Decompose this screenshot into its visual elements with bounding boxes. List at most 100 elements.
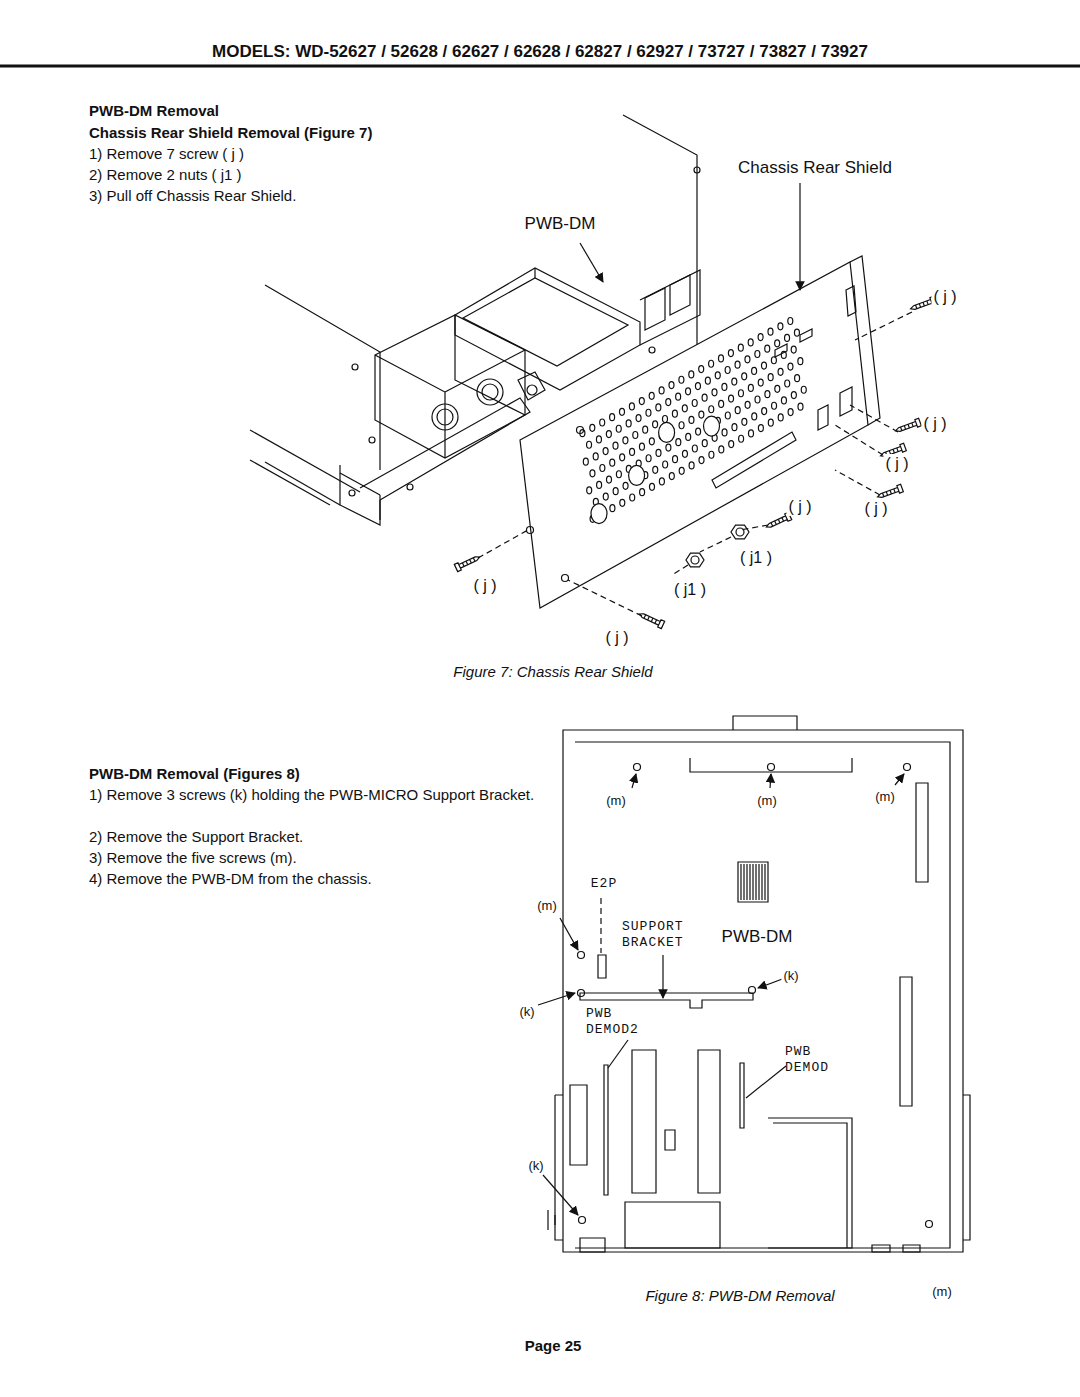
vent-hole — [699, 457, 704, 464]
vent-hole — [752, 367, 757, 374]
part-label: (m) — [604, 793, 628, 809]
vent-hole — [768, 374, 773, 381]
vent-hole — [729, 395, 734, 402]
vent-hole — [749, 430, 754, 437]
figure-caption: Figure 7: Chassis Rear Shield — [451, 663, 654, 681]
vent-hole — [709, 406, 714, 413]
outline — [455, 268, 640, 390]
vent-hole — [719, 355, 724, 362]
vent-hole — [607, 476, 612, 483]
part-label: (k) — [526, 1158, 545, 1174]
part-label: ( j ) — [883, 454, 910, 473]
outline — [768, 1118, 852, 1248]
hole — [649, 347, 655, 353]
vent-hole — [732, 378, 737, 385]
vent-hole — [775, 340, 780, 347]
part-label: ( j ) — [921, 414, 948, 433]
vent-hole — [673, 456, 678, 463]
vent-hole — [788, 409, 793, 416]
leader-arrow — [632, 774, 636, 788]
instruction-text: 4) Remove the PWB-DM from the chassis. — [89, 870, 372, 888]
instruction-text: 2) Remove 2 nuts ( j1 ) — [89, 166, 242, 184]
screw-hole — [768, 764, 775, 771]
part-label: PWB DEMOD — [785, 1044, 835, 1075]
vent-hole — [672, 410, 677, 417]
vent-hole — [709, 360, 714, 367]
outline — [773, 1123, 847, 1248]
rf-connector — [527, 385, 537, 395]
vent-hole — [613, 488, 618, 495]
vent-hole — [676, 439, 681, 446]
rf-connector — [482, 384, 498, 400]
vent-hole — [596, 436, 601, 443]
vent-hole — [620, 499, 625, 506]
vent-hole — [768, 419, 773, 426]
leader-arrow — [895, 774, 904, 785]
part-label: ( j ) — [471, 576, 498, 595]
part-label: SUPPORT BRACKET — [622, 919, 702, 950]
vent-hole — [702, 394, 707, 401]
screw — [894, 418, 921, 434]
screw-hole — [904, 764, 911, 771]
vent-hole — [765, 391, 770, 398]
outline — [840, 387, 852, 416]
vent-hole — [679, 376, 684, 383]
outline — [872, 1245, 890, 1252]
outline — [360, 398, 530, 500]
vent-hole — [600, 419, 605, 426]
nut — [691, 556, 699, 564]
vent-hole — [616, 425, 621, 432]
part-label: (m) — [535, 898, 559, 914]
vent-hole — [745, 401, 750, 408]
outline — [758, 864, 759, 900]
vent-hole — [752, 413, 757, 420]
vent-hole — [772, 402, 777, 409]
outline — [740, 525, 768, 530]
vent-hole — [603, 448, 608, 455]
vent-hole — [663, 461, 668, 468]
outline — [698, 1050, 720, 1193]
outline — [670, 275, 690, 315]
outline — [340, 465, 380, 525]
outline — [548, 1210, 555, 1230]
vent-hole — [650, 483, 655, 490]
vent-hole — [590, 470, 595, 477]
vent-hole — [778, 368, 783, 375]
outline — [555, 1095, 563, 1240]
hole — [352, 364, 358, 370]
outline — [340, 473, 380, 495]
outline — [733, 716, 797, 730]
vent-hole — [630, 494, 635, 501]
vent-hole — [593, 453, 598, 460]
vent-hole — [629, 403, 634, 410]
outline — [598, 955, 606, 978]
outline — [740, 1063, 744, 1128]
vent-hole — [663, 416, 668, 423]
screw-hole — [527, 527, 534, 534]
screw-hole — [749, 987, 756, 994]
outline — [568, 580, 642, 616]
instruction-text: Chassis Rear Shield Removal (Figure 7) — [89, 124, 372, 142]
vent-hole — [702, 440, 707, 447]
vent-hole — [742, 418, 747, 425]
vent-hole — [705, 377, 710, 384]
vent-hole — [758, 334, 763, 341]
vent-hole — [623, 437, 628, 444]
leader-arrow — [560, 918, 578, 950]
instruction-text: PWB-DM Removal (Figures 8) — [89, 765, 300, 783]
leader-arrow — [770, 774, 771, 788]
vent-hole — [715, 372, 720, 379]
outline — [265, 285, 380, 470]
part-label: PWB-DM — [720, 927, 795, 947]
outline — [375, 315, 525, 458]
outline — [855, 312, 912, 340]
rf-connector — [477, 379, 503, 405]
vent-hole — [775, 385, 780, 392]
part-label: (m) — [930, 1284, 954, 1300]
outline — [250, 460, 330, 505]
outline — [608, 1040, 628, 1068]
part-label: ( j1 ) — [672, 580, 708, 599]
vent-hole — [739, 435, 744, 442]
part-label: ( j ) — [862, 499, 889, 518]
